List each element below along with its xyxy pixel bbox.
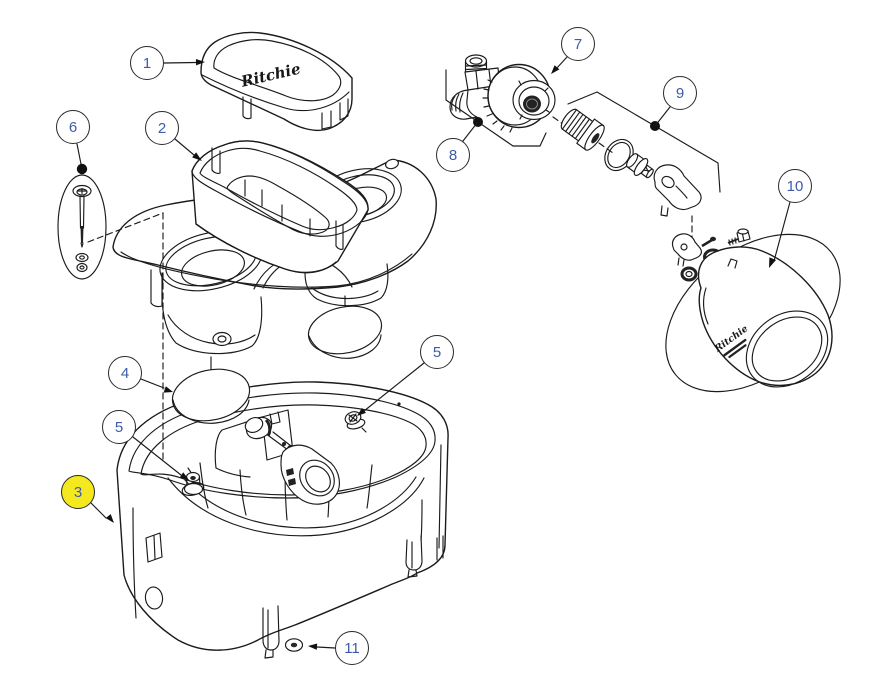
callout-11-number: 11 bbox=[344, 639, 360, 657]
callout-3-highlighted: 3 bbox=[61, 475, 95, 509]
internal-valve-and-float bbox=[244, 409, 341, 505]
callout-2-number: 2 bbox=[157, 119, 167, 137]
part-1-lid: Ritchie bbox=[200, 31, 353, 132]
callout-5-right: 5 bbox=[420, 335, 454, 369]
callout-leader-lines bbox=[76, 56, 791, 650]
part-4-float-disc bbox=[171, 356, 251, 424]
callout-7: 7 bbox=[561, 27, 595, 61]
part-9-valve-internals bbox=[560, 108, 702, 217]
callout-8: 8 bbox=[436, 138, 470, 172]
callout-9-number: 9 bbox=[675, 84, 685, 102]
callout-10: 10 bbox=[778, 169, 812, 203]
part-5-screw-right bbox=[344, 411, 367, 433]
callout-5-left-number: 5 bbox=[114, 418, 124, 436]
part-2-upper-shell bbox=[112, 140, 437, 359]
part-3-body-highlighted bbox=[116, 381, 449, 659]
callout-6-number: 6 bbox=[68, 118, 78, 136]
callout-9: 9 bbox=[663, 76, 697, 110]
part-5-grommet-left bbox=[183, 467, 204, 496]
callout-11: 11 bbox=[335, 631, 369, 665]
part-7-valve-body bbox=[482, 63, 556, 133]
callout-10-number: 10 bbox=[786, 177, 804, 195]
part-11-washer bbox=[284, 638, 304, 652]
callout-6: 6 bbox=[56, 110, 90, 144]
callout-1: 1 bbox=[130, 46, 164, 80]
callout-5-right-number: 5 bbox=[432, 343, 442, 361]
callout-4-number: 4 bbox=[120, 364, 130, 382]
callout-8-number: 8 bbox=[448, 146, 458, 164]
callout-4: 4 bbox=[108, 356, 142, 390]
callout-1-number: 1 bbox=[142, 54, 152, 72]
part-6-screw-assembly bbox=[57, 174, 107, 280]
part-10-detail-view: Ritchie bbox=[665, 228, 841, 393]
callout-7-number: 7 bbox=[573, 35, 583, 53]
callout-5-left: 5 bbox=[102, 410, 136, 444]
callout-2: 2 bbox=[145, 111, 179, 145]
callout-3-number: 3 bbox=[73, 483, 83, 501]
logo-subtext-bars bbox=[723, 338, 747, 359]
